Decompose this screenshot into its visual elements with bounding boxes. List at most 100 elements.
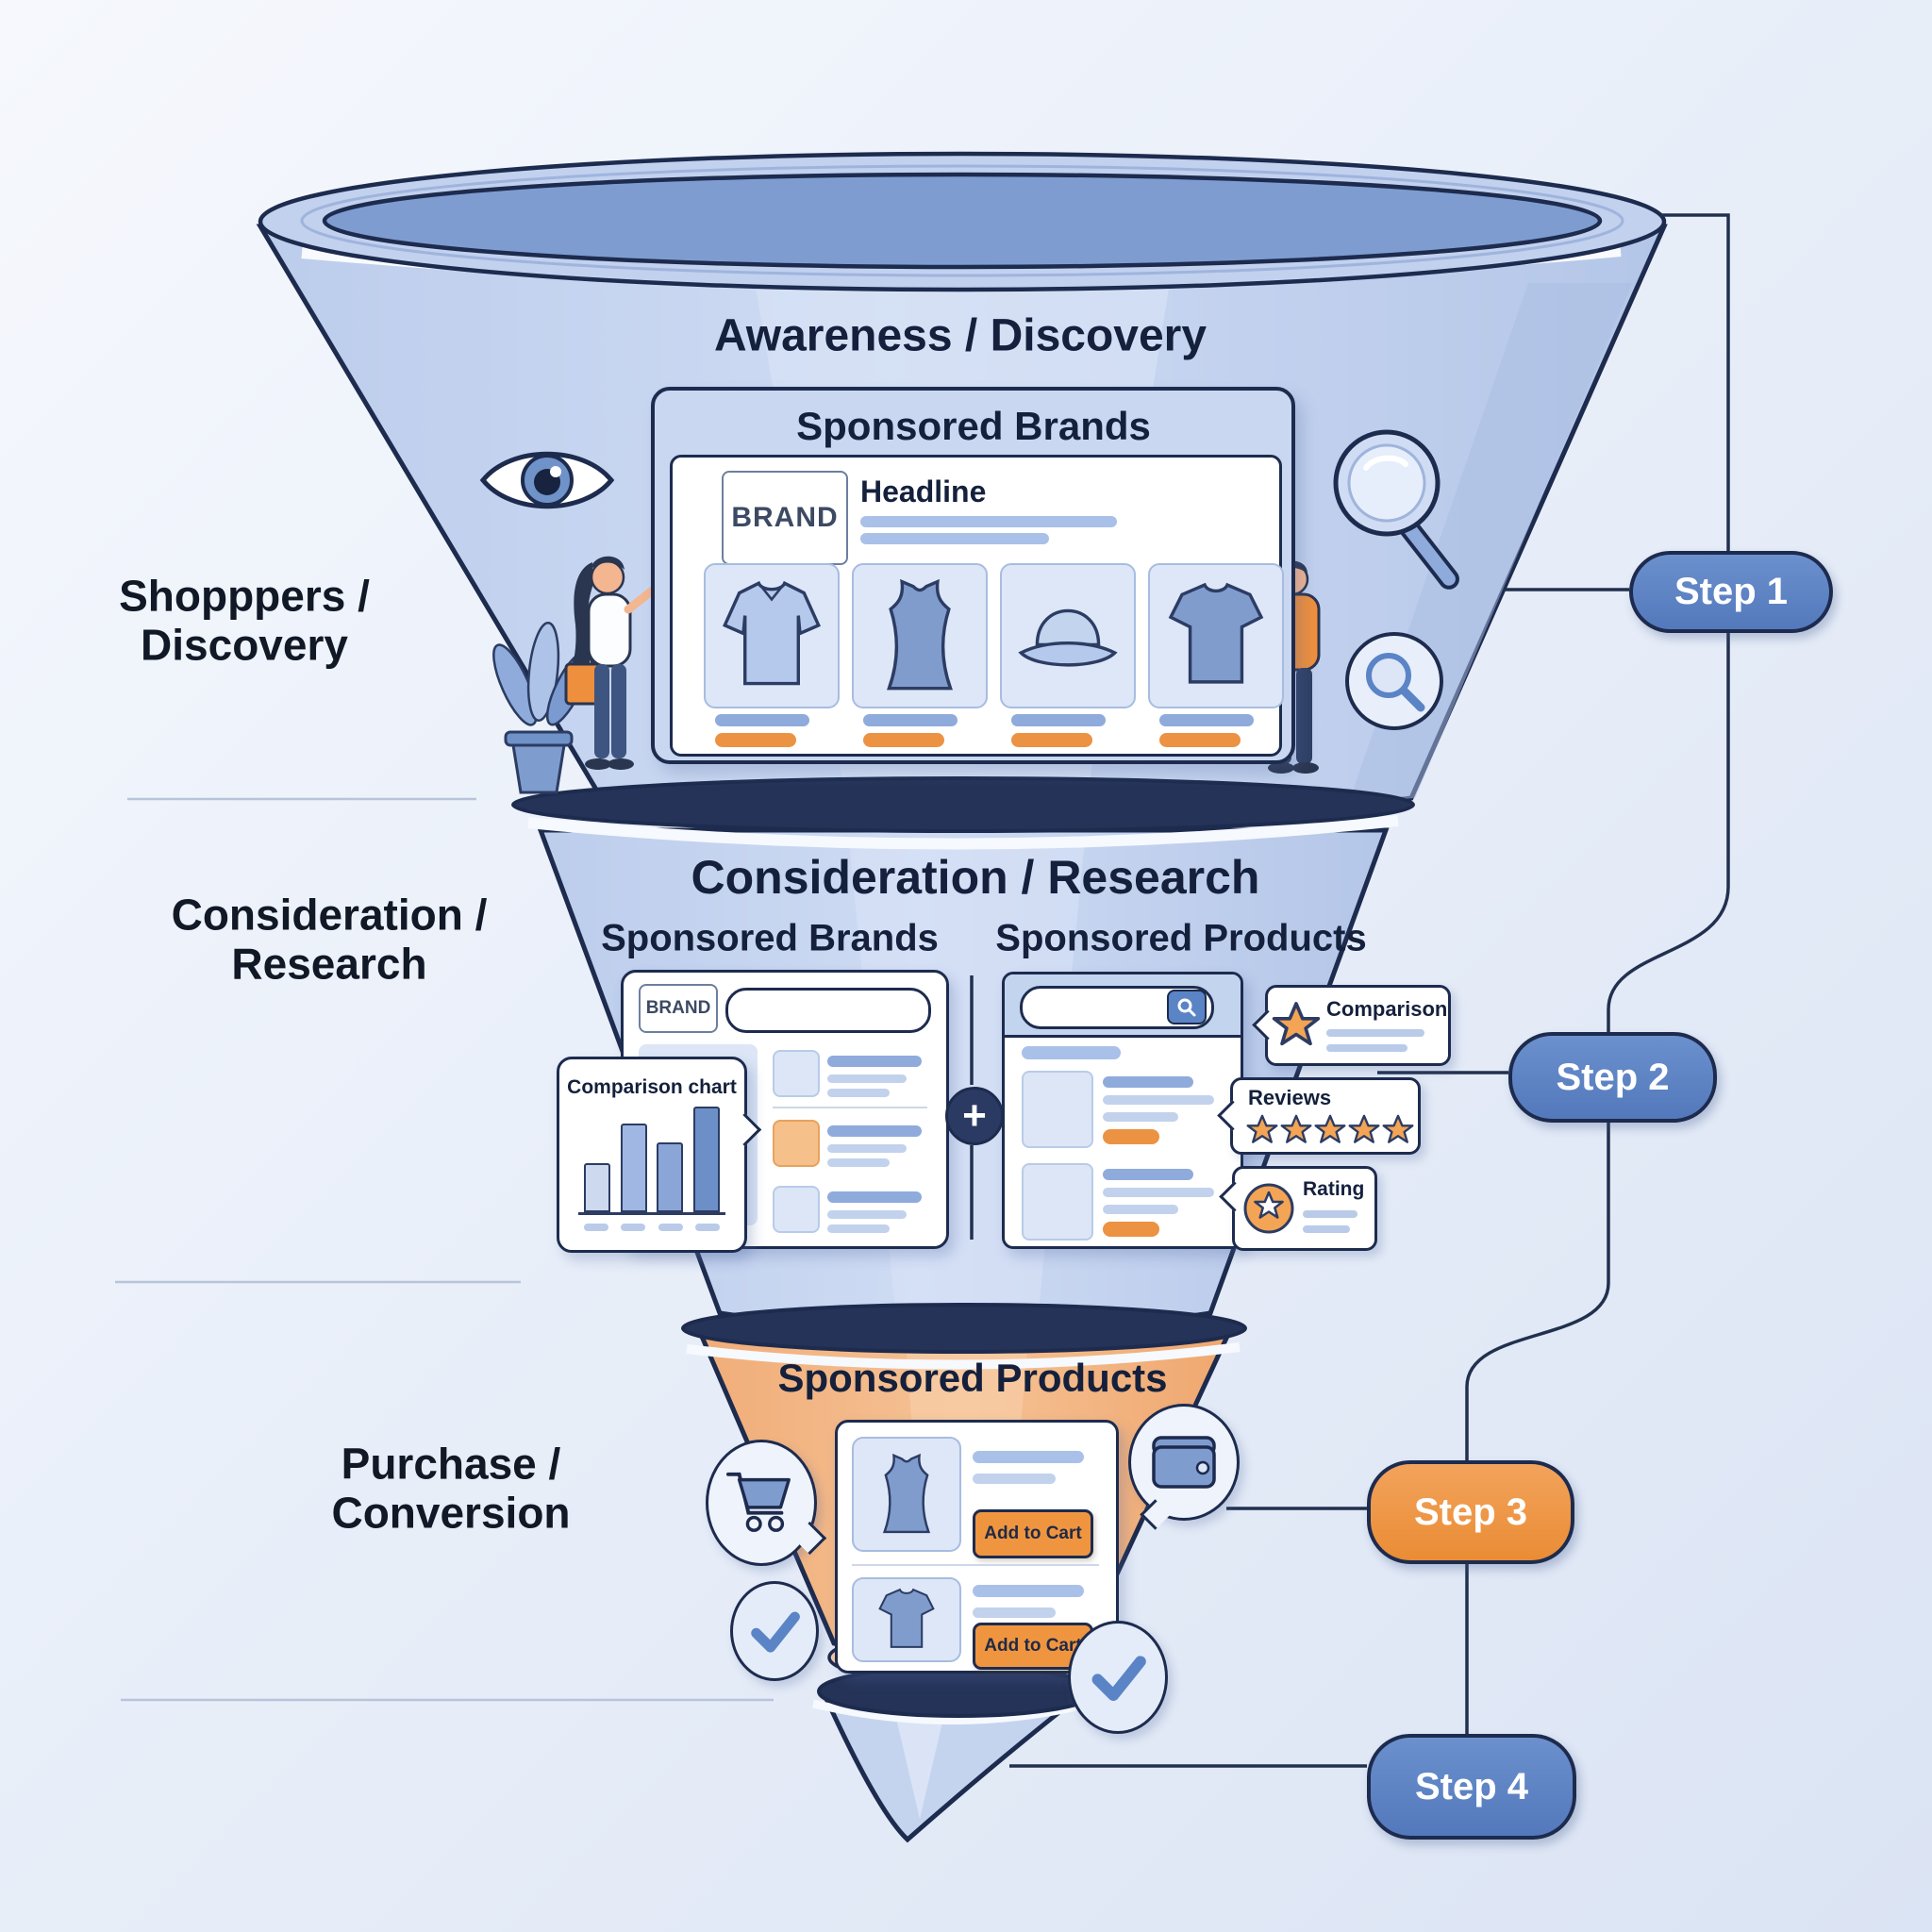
- star-icon: [1246, 1114, 1278, 1143]
- star-icon: [1280, 1114, 1312, 1143]
- comparison-chart-bubble: Comparison chart: [557, 1057, 762, 1253]
- woman-shopper-figure: [564, 556, 659, 770]
- consideration-left-subtitle: Sponsored Brands: [601, 917, 939, 959]
- star-icon: [1382, 1114, 1414, 1143]
- tile-price-bar: [715, 733, 796, 747]
- result-header-bar: [1022, 1046, 1121, 1059]
- step-3-pill[interactable]: Step 3: [1367, 1460, 1574, 1564]
- step-1-pill[interactable]: Step 1: [1629, 551, 1833, 633]
- cart-speech-bubble: [706, 1440, 827, 1566]
- comparison-badge-label: Comparison: [1326, 997, 1448, 1021]
- tile-price-bar: [1159, 733, 1241, 747]
- stage-divider-lines: [115, 797, 774, 1702]
- star-icon: [1348, 1114, 1380, 1143]
- star-icon: [1272, 1002, 1321, 1046]
- mini-bar-chart: [584, 1107, 720, 1212]
- result-text-bar: [827, 1125, 922, 1137]
- result-text-bar: [827, 1144, 907, 1153]
- purchase-text-bar: [973, 1474, 1056, 1484]
- add-to-cart-button-1[interactable]: Add to Cart: [973, 1509, 1093, 1558]
- reviews-badge: Reviews: [1217, 1077, 1421, 1155]
- checkmark-circle-left: [730, 1581, 819, 1681]
- badge-text-bar: [1326, 1044, 1407, 1052]
- step-4-pill[interactable]: Step 4: [1367, 1734, 1576, 1840]
- stage2-label-line1: Consideration /: [171, 890, 488, 940]
- ad-text-bar: [860, 516, 1117, 527]
- chart-bar: [584, 1163, 610, 1212]
- step-2-pill[interactable]: Step 2: [1508, 1032, 1717, 1123]
- purchase-text-bar: [973, 1451, 1084, 1463]
- product-price-bar: [1103, 1129, 1159, 1144]
- result-thumb-highlight: [773, 1120, 820, 1167]
- badge-text-bar: [1303, 1225, 1350, 1233]
- sponsored-brands-ad-card: Sponsored Brands BRAND Headline: [651, 387, 1295, 764]
- result-text-bar: [827, 1191, 922, 1203]
- tanktop-icon: [882, 1453, 931, 1534]
- product-tile-dress: [852, 563, 988, 708]
- purchase-text-bar: [973, 1607, 1056, 1618]
- step-3-label: Step 3: [1413, 1491, 1528, 1533]
- product-thumb: [1022, 1071, 1093, 1148]
- shirt-icon: [723, 580, 821, 686]
- step-connector-lines: [970, 213, 1730, 1768]
- chart-bar: [620, 1124, 647, 1212]
- purchase-title: Sponsored Products: [777, 1356, 1168, 1400]
- stage-label-awareness: Shopppers / Discovery: [119, 572, 370, 671]
- list-divider: [773, 1107, 927, 1108]
- sponsored-brands-ad-title: Sponsored Brands: [796, 404, 1151, 448]
- ad-text-bar: [860, 533, 1049, 544]
- product-text-bar: [1103, 1188, 1214, 1197]
- chart-bar: [657, 1142, 684, 1212]
- tile-text-bar: [1159, 714, 1254, 726]
- purchase-products-card: Add to Cart Add to Cart: [835, 1420, 1119, 1674]
- step-1-label: Step 1: [1674, 571, 1789, 612]
- search-icon: [1177, 998, 1196, 1016]
- result-text-bar: [827, 1224, 890, 1233]
- funnel-spout: [811, 1665, 1100, 1843]
- brand-logo-chip: BRAND: [722, 471, 848, 565]
- tile-price-bar: [863, 733, 944, 747]
- tile-text-bar: [863, 714, 958, 726]
- check-icon: [1091, 1656, 1146, 1702]
- stage1-label-line1: Shopppers /: [119, 571, 370, 621]
- consideration-products-card: [1002, 972, 1243, 1249]
- comparison-badge: Comparison: [1252, 985, 1451, 1066]
- shopping-cart-icon: [725, 1472, 791, 1532]
- result-text-bar: [827, 1074, 907, 1083]
- add-to-cart-button-2[interactable]: Add to Cart: [973, 1623, 1093, 1670]
- check-icon: [751, 1611, 800, 1653]
- product-tile-tshirt: [1148, 563, 1284, 708]
- plus-symbol: +: [962, 1092, 987, 1139]
- badge-text-bar: [1326, 1029, 1424, 1037]
- product-tile-hat: [1000, 563, 1136, 708]
- rating-star-medal-icon: [1243, 1183, 1294, 1234]
- star-icon: [1314, 1114, 1346, 1143]
- product-thumb: [1022, 1163, 1093, 1241]
- consideration-title: Consideration / Research: [691, 851, 1260, 904]
- search-button[interactable]: [1167, 990, 1207, 1024]
- result-thumb: [773, 1186, 820, 1233]
- card-divider: [852, 1564, 1099, 1566]
- stage-label-consideration: Consideration / Research: [172, 891, 488, 990]
- tshirt-icon: [1168, 582, 1264, 684]
- review-stars: [1246, 1114, 1414, 1146]
- tile-text-bar: [715, 714, 809, 726]
- result-text-bar: [827, 1056, 922, 1067]
- magnifier-icon-large: [1333, 429, 1459, 590]
- stage2-label-line2: Research: [231, 940, 427, 989]
- tshirt-icon: [878, 1588, 935, 1648]
- result-text-bar: [827, 1158, 890, 1167]
- consideration-right-subtitle: Sponsored Products: [995, 917, 1367, 959]
- eye-icon: [479, 451, 615, 509]
- reviews-badge-label: Reviews: [1248, 1086, 1332, 1109]
- stage3-label-line1: Purchase /: [341, 1439, 561, 1489]
- step-4-label: Step 4: [1414, 1765, 1529, 1807]
- result-thumb: [773, 1050, 820, 1097]
- purchase-text-bar: [973, 1585, 1084, 1597]
- product-text-bar: [1103, 1205, 1178, 1214]
- search-input[interactable]: [725, 988, 931, 1033]
- purchase-thumb-tshirt: [852, 1577, 961, 1662]
- stage-label-purchase: Purchase / Conversion: [331, 1440, 570, 1539]
- plus-button[interactable]: +: [945, 1087, 1004, 1145]
